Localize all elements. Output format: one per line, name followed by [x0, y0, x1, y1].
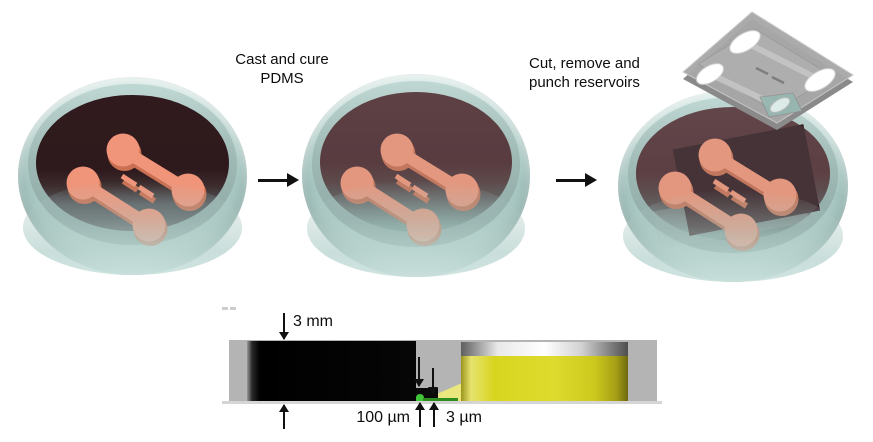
arrow-head — [279, 404, 289, 412]
arrow-up-icon — [415, 402, 425, 427]
arrow-shaft — [283, 405, 285, 429]
arrow-shaft — [419, 403, 421, 427]
arrow-head — [429, 402, 439, 410]
arrow-up-icon — [279, 404, 289, 429]
arrow-head — [428, 387, 438, 395]
pdms-slab-cross-section — [247, 341, 416, 401]
glass-slide-baseline — [222, 401, 662, 404]
arrow-head — [414, 379, 424, 387]
arrow-shaft — [556, 179, 587, 182]
arrow-shaft — [433, 403, 435, 427]
arrow-shaft — [283, 313, 285, 339]
caption-cast-line1: Cast and cure — [235, 51, 329, 68]
caption-cut-line2: punch reservoirs — [529, 74, 640, 91]
yellow-dye-body — [461, 356, 628, 401]
punched-reservoir-hole — [695, 63, 725, 85]
arrow-head — [279, 332, 289, 340]
petri-dish-master-mold — [18, 77, 247, 275]
microchannel-green — [416, 394, 424, 401]
arrow-head — [287, 173, 299, 187]
caption-cast-and-cure: Cast and cure PDMS — [212, 50, 352, 88]
dimension-label-3mm: 3 mm — [293, 313, 333, 330]
mold-pattern-icon — [65, 130, 235, 265]
pdms-slab-icon — [682, 11, 854, 130]
crop-mark — [230, 307, 236, 310]
petri-dish-pdms-cast — [302, 74, 530, 277]
caption-cut-remove-punch: Cut, remove and punch reservoirs — [529, 54, 679, 92]
arrow-down-icon — [428, 368, 438, 395]
slab-micro-channels — [755, 66, 785, 85]
dimension-label-3um: 3 µm — [446, 409, 482, 426]
arrow-shaft — [258, 179, 289, 182]
arrow-right-icon — [258, 173, 300, 187]
dimension-label-100um: 100 µm — [356, 409, 410, 426]
arrow-up-icon — [429, 402, 439, 427]
arrow-down-icon — [414, 357, 424, 387]
punched-reservoir-hole — [769, 97, 791, 113]
arrow-shaft — [418, 357, 420, 386]
cross-section-photo: 3 mm 100 µm 3 µm — [220, 300, 668, 442]
mold-pattern-icon — [339, 130, 509, 265]
arrow-head — [585, 173, 597, 187]
caption-cast-line2: PDMS — [260, 70, 304, 87]
caption-cut-line1: Cut, remove and — [529, 55, 640, 72]
crop-mark — [222, 307, 228, 310]
mold-pattern-icon — [657, 135, 827, 270]
arrow-shaft — [432, 368, 434, 394]
punched-reservoir-hole — [729, 30, 761, 54]
arrow-right-icon — [556, 173, 598, 187]
microchannel-green-trace — [423, 398, 458, 401]
arrow-head — [415, 402, 425, 410]
dye-filled-reservoir — [461, 342, 628, 401]
reservoir-rim-highlight — [461, 342, 628, 356]
arrow-down-icon — [279, 313, 289, 340]
punched-reservoir-hole — [804, 68, 836, 92]
